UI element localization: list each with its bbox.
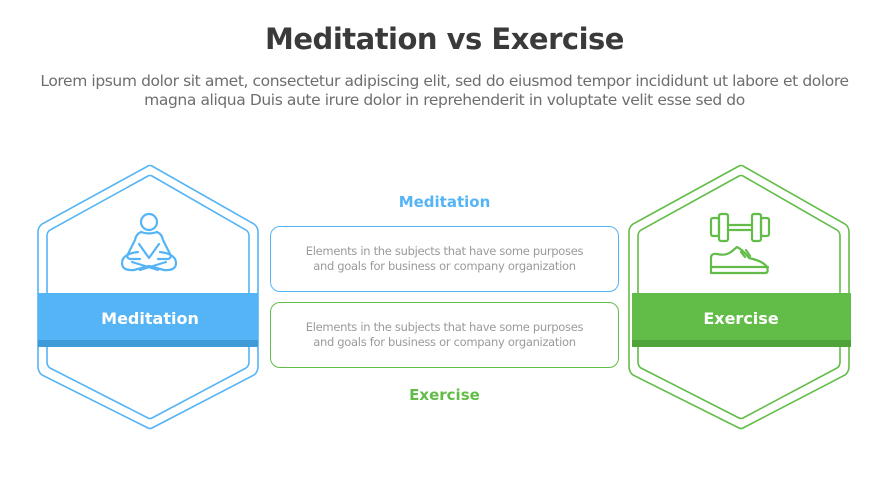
meditation-description: Elements in the subjects that have some … [305, 244, 584, 273]
exercise-band-label: Exercise [703, 309, 779, 328]
page-title: Meditation vs Exercise [265, 22, 624, 56]
meditation-description-box: Elements in the subjects that have some … [270, 226, 619, 292]
meditation-band-label: Meditation [101, 309, 199, 328]
hexagon-outline [628, 164, 851, 430]
meditation-heading: Meditation [398, 193, 491, 211]
page-subtitle: Lorem ipsum dolor sit amet, consectetur … [40, 72, 849, 109]
exercise-description: Elements in the subjects that have some … [305, 320, 584, 349]
dumbbell-shoe-icon [709, 212, 771, 275]
meditation-lotus-icon [120, 212, 178, 272]
hexagon-outline [37, 164, 259, 430]
meditation-hexagon: Meditation [30, 160, 270, 440]
exercise-description-box: Elements in the subjects that have some … [270, 302, 619, 368]
exercise-hexagon: Exercise [621, 160, 861, 440]
exercise-heading: Exercise [409, 386, 480, 404]
